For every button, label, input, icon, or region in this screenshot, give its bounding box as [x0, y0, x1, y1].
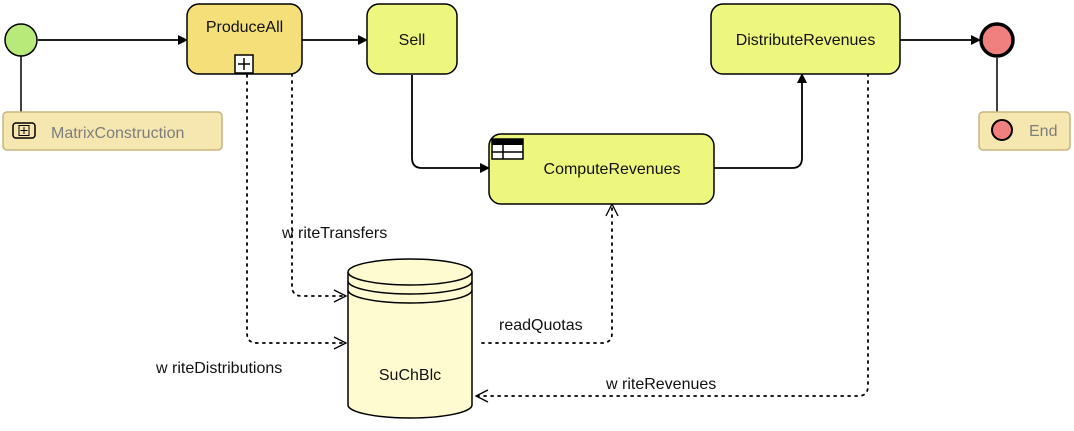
matrix-construction-plus-inner: [18, 125, 30, 136]
data-store-label: SuChBlc: [379, 367, 441, 384]
table-icon: [491, 138, 524, 160]
data-store-suchblc[interactable]: [347, 258, 473, 419]
assoc-label-write-transfers: w riteTransfers: [281, 225, 387, 242]
plus-square-icon: [234, 54, 254, 74]
task-sell[interactable]: [366, 3, 458, 75]
task-distribute-revenues[interactable]: [710, 3, 901, 75]
assoc-label-read-quotas: readQuotas: [499, 317, 583, 334]
start-event[interactable]: [4, 23, 38, 57]
assoc-label-write-distributions: w riteDistributions: [155, 360, 282, 377]
task-produce-all[interactable]: [186, 3, 303, 75]
assoc-label-write-revenues: w riteRevenues: [605, 376, 716, 393]
end-event[interactable]: [979, 22, 1015, 58]
end-label-text: End: [1029, 123, 1057, 140]
assoc-write-distributions[interactable]: [246, 74, 345, 344]
task-distribute-revenues-label: DistributeRevenues: [736, 32, 876, 49]
flow-computerevenues-to-distributerevenues[interactable]: [714, 73, 807, 169]
task-compute-revenues[interactable]: [488, 133, 715, 205]
assoc-write-transfers-arrowhead: [333, 289, 348, 303]
assoc-write-revenues-arrowhead: [474, 389, 489, 403]
assoc-write-revenues[interactable]: [477, 73, 869, 397]
end-label-event-icon: [991, 119, 1013, 141]
matrix-construction-box[interactable]: [2, 111, 223, 151]
matrix-construction-label: MatrixConstruction: [51, 125, 184, 142]
task-compute-revenues-label: ComputeRevenues: [544, 161, 681, 178]
flow-sell-to-computerevenues[interactable]: [411, 75, 490, 173]
task-sell-label: Sell: [399, 32, 426, 49]
task-produce-all-label: ProduceAll: [206, 19, 283, 36]
matrix-construction-plus-icon: [12, 122, 36, 139]
assoc-write-distributions-arrowhead: [333, 336, 348, 350]
assoc-read-quotas[interactable]: [481, 205, 613, 344]
assoc-write-transfers[interactable]: [291, 73, 345, 297]
